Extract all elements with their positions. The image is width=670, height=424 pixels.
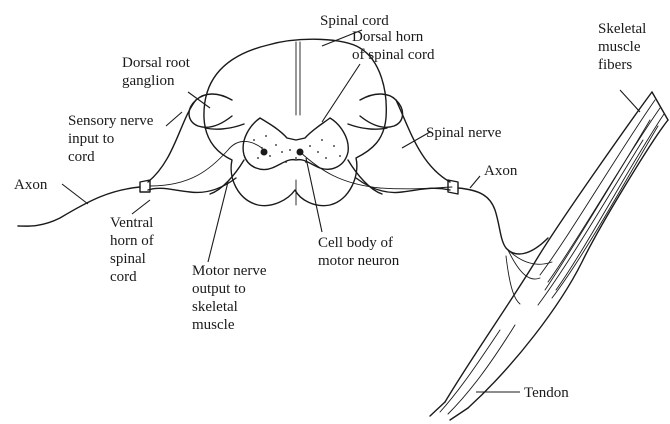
- axon-branch-1: [506, 248, 552, 264]
- motor-cell-body-left: [261, 149, 268, 156]
- left-dorsal-root: [189, 94, 232, 127]
- right-spinal-nerve-lower: [356, 178, 450, 192]
- label-tendon: Tendon: [524, 384, 569, 402]
- right-dorsal-root: [360, 94, 403, 127]
- leader-skeletal-muscle: [620, 90, 640, 112]
- label-motor-nerve-output: Motor nerve output to skeletal muscle: [192, 262, 267, 334]
- tendon-fibers: [440, 325, 515, 414]
- leader-sensory-nerve: [166, 112, 182, 126]
- leader-axon-right: [470, 176, 480, 188]
- motor-fiber: [300, 152, 452, 189]
- muscle-fibers: [538, 100, 664, 305]
- label-skeletal-muscle-fibers: Skeletal muscle fibers: [598, 20, 646, 74]
- label-ventral-horn: Ventral horn of spinal cord: [110, 214, 154, 286]
- tendon: [430, 402, 468, 420]
- leader-ventral-horn: [132, 200, 150, 214]
- label-spinal-nerve: Spinal nerve: [426, 124, 501, 142]
- label-axon-left: Axon: [14, 176, 47, 194]
- leader-dorsal-horn: [322, 64, 360, 122]
- left-spinal-nerve-upper: [148, 100, 196, 182]
- dorsal-median-sulcus: [296, 42, 300, 115]
- gray-matter: [243, 118, 348, 169]
- leader-axon-left: [62, 184, 88, 204]
- leader-cell-body: [306, 158, 322, 232]
- sensory-fiber: [150, 141, 262, 186]
- label-dorsal-horn: Dorsal horn of spinal cord: [352, 28, 434, 64]
- label-sensory-nerve-input: Sensory nerve input to cord: [68, 112, 153, 166]
- label-dorsal-root-ganglion: Dorsal root ganglion: [122, 54, 190, 90]
- label-axon-right: Axon: [484, 162, 517, 180]
- right-axon: [458, 188, 548, 254]
- label-cell-body: Cell body of motor neuron: [318, 234, 399, 270]
